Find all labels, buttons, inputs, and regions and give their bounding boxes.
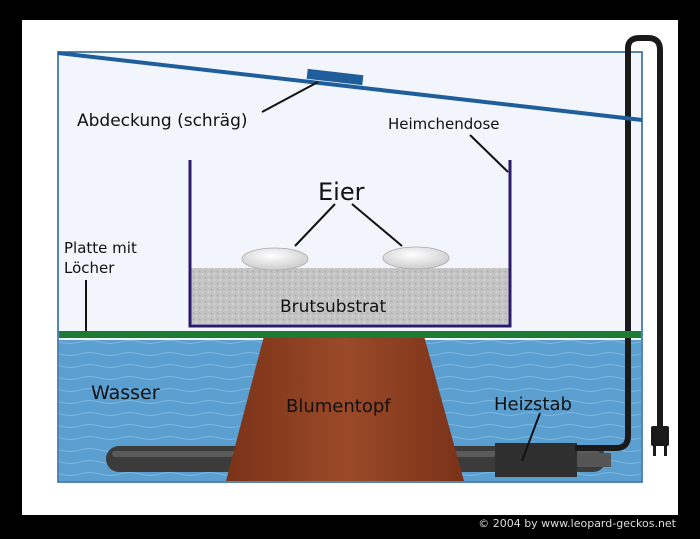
label-plate-line2: Löcher: [64, 259, 115, 277]
heater-cable: [575, 35, 669, 456]
copyright-text: © 2004 by www.leopard-geckos.net: [478, 517, 676, 530]
label-heater: Heizstab: [494, 394, 572, 415]
label-plate-line1: Platte mit: [64, 239, 137, 257]
label-cricket-box: Heimchendose: [388, 115, 500, 133]
cricket-box: [188, 160, 512, 328]
slanted-lid: [57, 51, 643, 122]
perforated-plate: [59, 331, 641, 338]
substrate: [190, 268, 510, 324]
label-eggs: Eier: [318, 178, 365, 206]
egg-right: [382, 246, 450, 270]
egg-left: [241, 247, 309, 271]
leader-lines: [85, 81, 541, 462]
label-water: Wasser: [91, 382, 160, 404]
label-lid: Abdeckung (schräg): [77, 111, 248, 131]
plug-icon: [651, 426, 669, 446]
flowerpot: [226, 336, 464, 481]
label-flowerpot: Blumentopf: [286, 396, 391, 417]
label-substrate: Brutsubstrat: [280, 297, 386, 317]
